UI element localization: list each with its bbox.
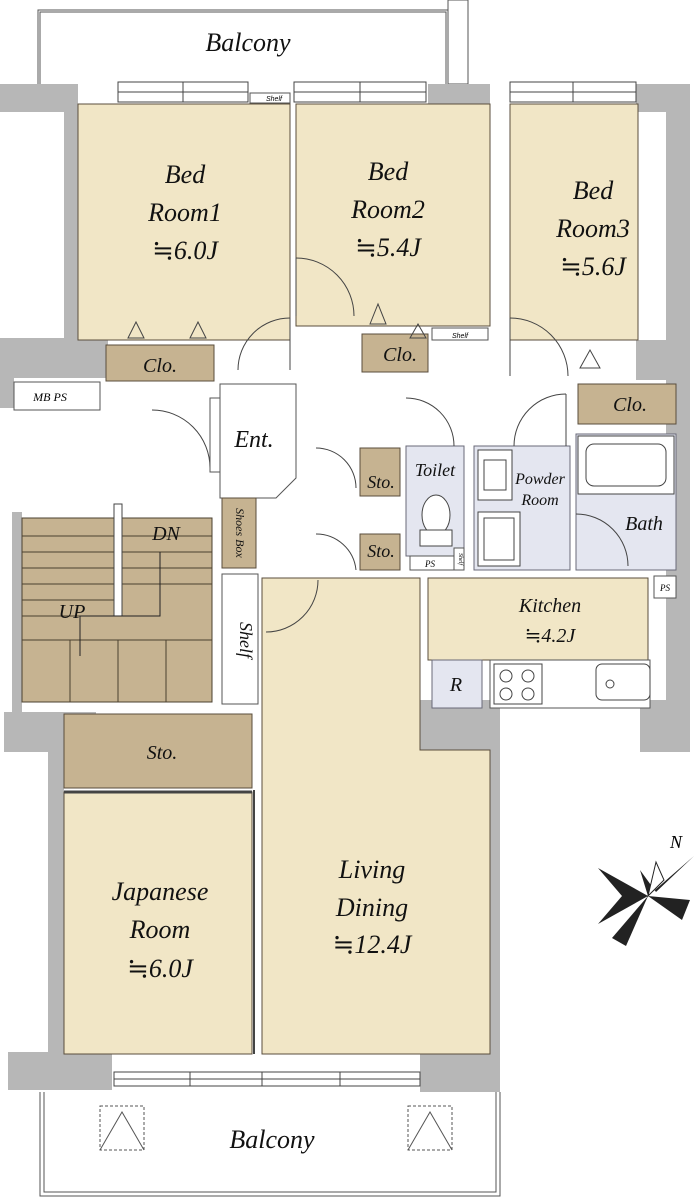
- hallway: Shelf: [221, 573, 259, 705]
- hall-storage: Sto. Sto.: [315, 447, 401, 571]
- bedroom3-name-line2: Room3: [555, 214, 630, 243]
- toilet: Toilet PS Shelf: [405, 397, 465, 571]
- entrance: Ent. Shoes Box: [151, 383, 297, 569]
- japanese-room: Japanese Room ≒6.0J: [63, 790, 253, 1055]
- shoes-box-label: Shoes Box: [233, 508, 247, 558]
- compass-north-label: N: [669, 832, 683, 852]
- bedroom2-size: ≒5.4J: [355, 233, 422, 262]
- balcony-top-label: Balcony: [205, 28, 291, 57]
- kitchen-label: Kitchen: [518, 595, 581, 617]
- shelf-top-label: Shelf: [266, 96, 283, 103]
- bath-label: Bath: [625, 513, 663, 535]
- ps2-label: PS: [659, 583, 670, 593]
- stairs-up-label: UP: [59, 601, 86, 623]
- storage-jp-label: Sto.: [147, 742, 178, 764]
- kitchen: Kitchen ≒4.2J R: [427, 577, 651, 709]
- japanese-room-name-line1: Japanese: [112, 877, 209, 906]
- powder-room-label-line1: Powder: [514, 471, 566, 488]
- storage-b-label: Sto.: [367, 541, 395, 561]
- living-size: ≒12.4J: [333, 930, 413, 959]
- shelf-small-label: Shelf: [457, 553, 464, 566]
- bedroom1-size: ≒6.0J: [152, 236, 219, 265]
- mb-ps: MB PS: [13, 381, 101, 411]
- powder-room-label-line2: Room: [520, 492, 558, 509]
- entrance-label: Ent.: [233, 427, 273, 453]
- closets: Clo. Clo. Shelf Clo.: [105, 302, 677, 425]
- japanese-room-name-line2: Room: [129, 915, 191, 944]
- kitchen-size: ≒4.2J: [525, 625, 577, 647]
- bedroom1-name-line1: Bed: [165, 160, 206, 189]
- powder-room: Powder Room: [473, 393, 571, 571]
- living-name-line2: Dining: [335, 893, 408, 922]
- bottom-balcony: Balcony: [39, 1092, 501, 1197]
- closet3-label: Clo.: [613, 394, 647, 416]
- closet2-label: Clo.: [383, 344, 417, 366]
- closet1-label: Clo.: [143, 355, 177, 377]
- shelf-bedroom2-label: Shelf: [452, 333, 469, 340]
- fridge-label: R: [449, 674, 462, 696]
- living-name-line1: Living: [338, 855, 405, 884]
- toilet-label: Toilet: [415, 460, 456, 480]
- bedroom1-name-line2: Room1: [147, 198, 222, 227]
- bedroom-2: Bed Room2 ≒5.4J: [295, 103, 491, 327]
- japanese-storage: Sto.: [63, 713, 253, 789]
- bedroom3-name-line1: Bed: [573, 176, 614, 205]
- stairs-dn-label: DN: [151, 523, 181, 545]
- top-windows: Shelf: [117, 81, 637, 104]
- bedroom-doors: [237, 257, 569, 377]
- bath: Bath PS: [575, 433, 677, 599]
- bedroom-3: Bed Room3 ≒5.6J: [509, 103, 639, 341]
- bedroom3-size: ≒5.6J: [560, 252, 627, 281]
- bedroom2-name-line2: Room2: [350, 195, 425, 224]
- bedroom-1: Bed Room1 ≒6.0J: [77, 103, 291, 341]
- top-balcony: Balcony: [37, 0, 469, 85]
- bottom-windows: [113, 1071, 421, 1087]
- storage-a-label: Sto.: [367, 472, 395, 492]
- balcony-bottom-label: Balcony: [229, 1125, 315, 1154]
- bedroom2-name-line1: Bed: [368, 157, 409, 186]
- shelf-hall-label: Shelf: [236, 622, 256, 661]
- stairs: DN UP: [21, 503, 213, 703]
- compass-rose: N: [598, 832, 694, 946]
- living-dining: Living Dining ≒12.4J: [253, 577, 491, 1055]
- mb-ps-label: MB PS: [32, 390, 67, 404]
- japanese-room-size: ≒6.0J: [127, 954, 194, 983]
- ps1-label: PS: [424, 559, 435, 569]
